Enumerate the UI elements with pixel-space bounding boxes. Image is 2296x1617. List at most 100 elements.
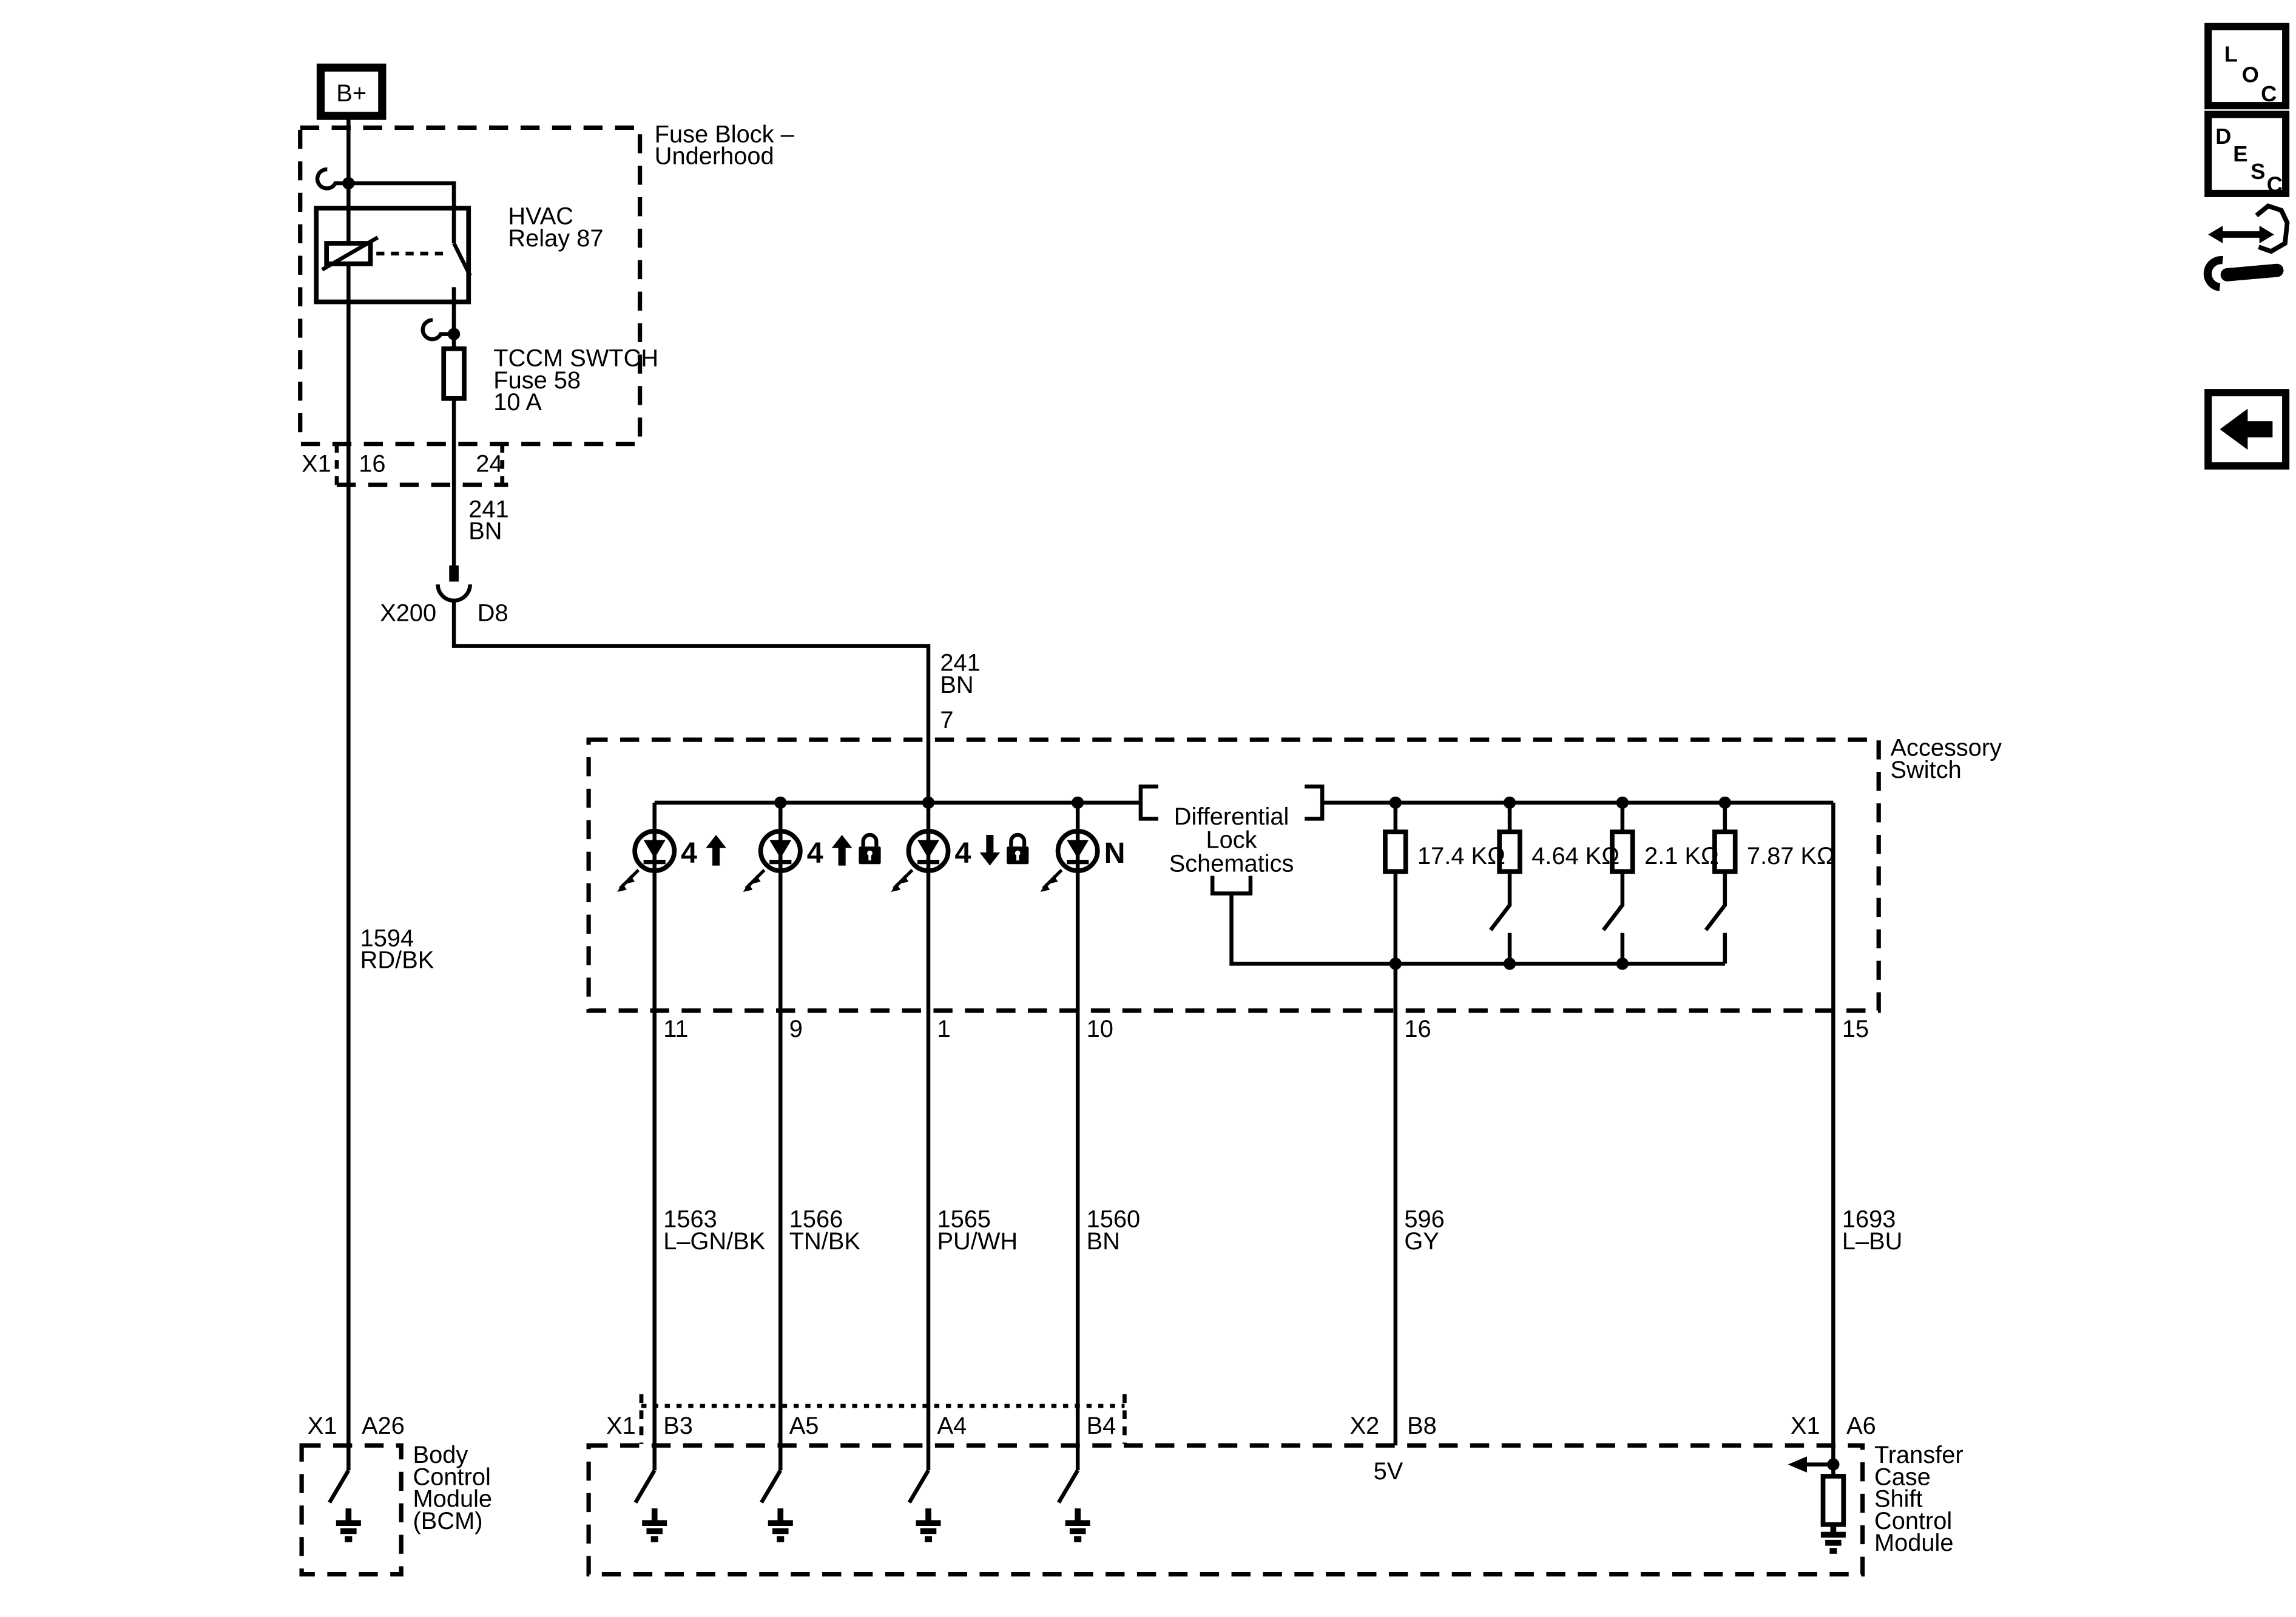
splice-x200-label: X200 [380, 600, 436, 627]
diff-lock-schematics-ref: Differential Lock Schematics [1138, 785, 1325, 896]
resistor-value-3: 2.1 KΩ [1644, 843, 1719, 869]
tcscm-a6-input [1788, 1456, 1846, 1554]
desc-letter-s: S [2250, 159, 2265, 184]
led-label-4: 4 [954, 837, 971, 869]
loc-icon[interactable] [2204, 22, 2290, 110]
pin-1-label: 1 [937, 1016, 950, 1042]
resistor-icon [1820, 1474, 1846, 1527]
wire-1565-label-1: 1565 [937, 1206, 991, 1233]
led-4-up-lock: 4 [743, 829, 881, 893]
fuse-block-connector-row: X1 16 24 [302, 444, 508, 487]
battery-terminal: B+ [316, 63, 387, 120]
wire-241-label-2: BN [468, 518, 502, 544]
desc-icon[interactable] [2204, 110, 2290, 197]
wire-1560-label-2: BN [1087, 1228, 1120, 1255]
term-b8-label: B8 [1407, 1413, 1437, 1439]
wire-1566-label-1: 1566 [789, 1206, 843, 1233]
accessory-switch-outline [586, 737, 1881, 1013]
led-icon [758, 829, 803, 873]
back-arrow-shaft [2246, 421, 2273, 437]
connector-x1-label: X1 [1791, 1413, 1820, 1439]
lock-icon [1007, 832, 1029, 865]
connector-x1-label: X1 [302, 450, 331, 477]
wire-1563-label-1: 1563 [663, 1206, 717, 1233]
term-b3-label: B3 [663, 1413, 693, 1439]
up-arrow-icon [706, 834, 726, 866]
double-arrow-left-head [2208, 226, 2223, 243]
wire-resistor-switch-legs [1489, 802, 1727, 964]
led-4-down-lock: 4 [891, 829, 1029, 893]
double-arrow-right-head [2259, 226, 2274, 243]
splice-hook-icon [315, 167, 454, 342]
bracket-left-icon [1138, 785, 1158, 821]
transfer-case-shift-control-module: 5V Transfer Case Shift Control Module [586, 1442, 1963, 1577]
diff-lock-label-3: Schematics [1169, 850, 1294, 877]
resistor-icon [1610, 829, 1635, 874]
wire-1565-label-2: PU/WH [937, 1228, 1018, 1255]
wire-241b-label-2: BN [940, 672, 973, 698]
wrench-handle-icon [2220, 263, 2284, 282]
body-control-module: Body Control Module (BCM) [299, 1442, 493, 1577]
lock-icon [859, 832, 881, 865]
fuse-block-name-2: Underhood [655, 143, 774, 170]
wire-1560-label-1: 1560 [1087, 1206, 1141, 1233]
bcm-name-4: (BCM) [413, 1508, 483, 1534]
wire-1563-label-2: L–GN/BK [663, 1228, 766, 1255]
wire-relay-feed-branch [348, 181, 456, 243]
loc-button[interactable]: L O C [2204, 22, 2290, 110]
relay-coil-diagonal [321, 235, 379, 272]
wire-1594-label-2: RD/BK [360, 947, 434, 974]
back-arrow-icon [2220, 408, 2248, 450]
bcm-name-3: Module [413, 1486, 493, 1513]
bracket-bottom-icon [1210, 876, 1253, 896]
connector-x2-label: X2 [1350, 1413, 1380, 1439]
resistor-value-1: 17.4 KΩ [1417, 843, 1505, 869]
ref-5v-label: 5V [1374, 1458, 1403, 1485]
tcscm-connector-row: X1 B3 A5 A4 B4 [606, 1394, 1127, 1444]
resistor-icon [1497, 829, 1522, 874]
junction-dots [342, 177, 1840, 1471]
fuse-58: TCCM SWTCH Fuse 58 10 A [441, 345, 658, 416]
wire-241b-label-1: 241 [940, 650, 980, 677]
battery-box [316, 63, 387, 120]
term-a4-label: A4 [937, 1413, 967, 1439]
tcscm-outline [586, 1443, 1865, 1577]
term-b4-label: B4 [1087, 1413, 1116, 1439]
pin-11-label: 11 [663, 1016, 688, 1042]
desc-letter-c: C [2267, 172, 2283, 197]
fuse-block-name-1: Fuse Block – [655, 121, 795, 147]
resistor-icon [1712, 829, 1738, 874]
led-icon [1055, 829, 1100, 873]
bcm-connector-labels: X1 A26 [308, 1413, 405, 1439]
led-4-up: 4 [617, 829, 726, 893]
wire-1594-label-1: 1594 [360, 925, 414, 951]
led-light-arrows-icon [1040, 868, 1063, 893]
back-button[interactable] [2204, 389, 2290, 470]
wire-596-label-2: GY [1404, 1228, 1439, 1255]
led-icon [906, 829, 951, 873]
resistor-icon [1383, 829, 1408, 874]
pin-16-label: 16 [1404, 1016, 1431, 1042]
resistor-value-2: 4.64 KΩ [1531, 843, 1619, 869]
ground-icon [768, 1508, 793, 1542]
bcm-outline [299, 1443, 403, 1577]
bcm-name-2: Control [413, 1463, 491, 1490]
resistor-ladder: 17.4 KΩ 4.64 KΩ 2.1 KΩ 7.87 KΩ [1383, 829, 1835, 874]
tcscm-ground-legs [633, 1469, 1090, 1542]
pin-10-label: 10 [1087, 1016, 1113, 1042]
schematic-tools-button[interactable] [2203, 203, 2290, 291]
hvac-relay: HVAC Relay 87 [314, 183, 603, 349]
desc-button[interactable]: D E S C [2204, 110, 2290, 197]
tcscm-a6-connector-labels: X1 A6 [1791, 1413, 1876, 1439]
accessory-switch-name-1: Accessory [1891, 735, 2002, 761]
ground-icon [916, 1508, 941, 1542]
led-neutral: N [1040, 829, 1125, 893]
pin-15-label: 15 [1842, 1016, 1869, 1042]
back-button-box[interactable] [2204, 389, 2290, 470]
relay-box [314, 206, 471, 305]
relay-label-2: Relay 87 [508, 225, 603, 252]
led-light-arrows-icon [617, 868, 640, 893]
resistor-value-4: 7.87 KΩ [1747, 843, 1835, 869]
pin-24-label: 24 [476, 450, 502, 477]
desc-letter-e: E [2233, 141, 2247, 166]
